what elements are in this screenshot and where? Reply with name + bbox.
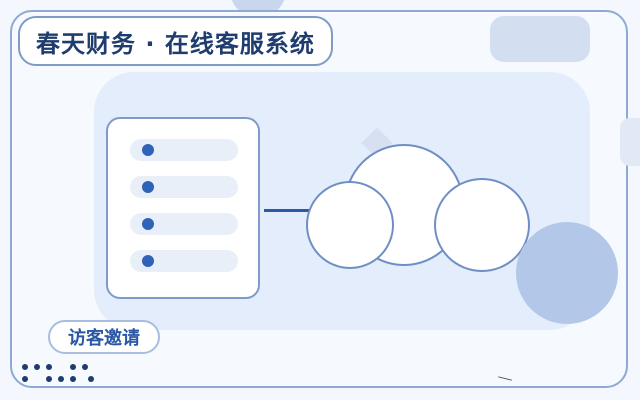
invite-visitor-label: 访客邀请 <box>68 328 140 349</box>
invite-visitor-button[interactable]: 访客邀请 <box>48 320 160 354</box>
decorative-dot-grid <box>20 362 100 390</box>
server-row <box>130 250 238 272</box>
server-row <box>130 176 238 198</box>
server-led-icon <box>142 144 154 156</box>
decorative-tab <box>620 118 640 166</box>
cloud-part <box>434 178 530 272</box>
server-led-icon <box>142 181 154 193</box>
server-icon <box>106 117 260 299</box>
cloud-part <box>306 181 394 269</box>
connector-line <box>264 209 330 212</box>
server-led-icon <box>142 255 154 267</box>
server-row <box>130 139 238 161</box>
decorative-block <box>490 16 590 62</box>
page-title: 春天财务 · 在线客服系统 <box>18 16 333 66</box>
page-title-text: 春天财务 · 在线客服系统 <box>36 29 315 58</box>
server-led-icon <box>142 218 154 230</box>
server-row <box>130 213 238 235</box>
decorative-circle <box>516 222 618 324</box>
